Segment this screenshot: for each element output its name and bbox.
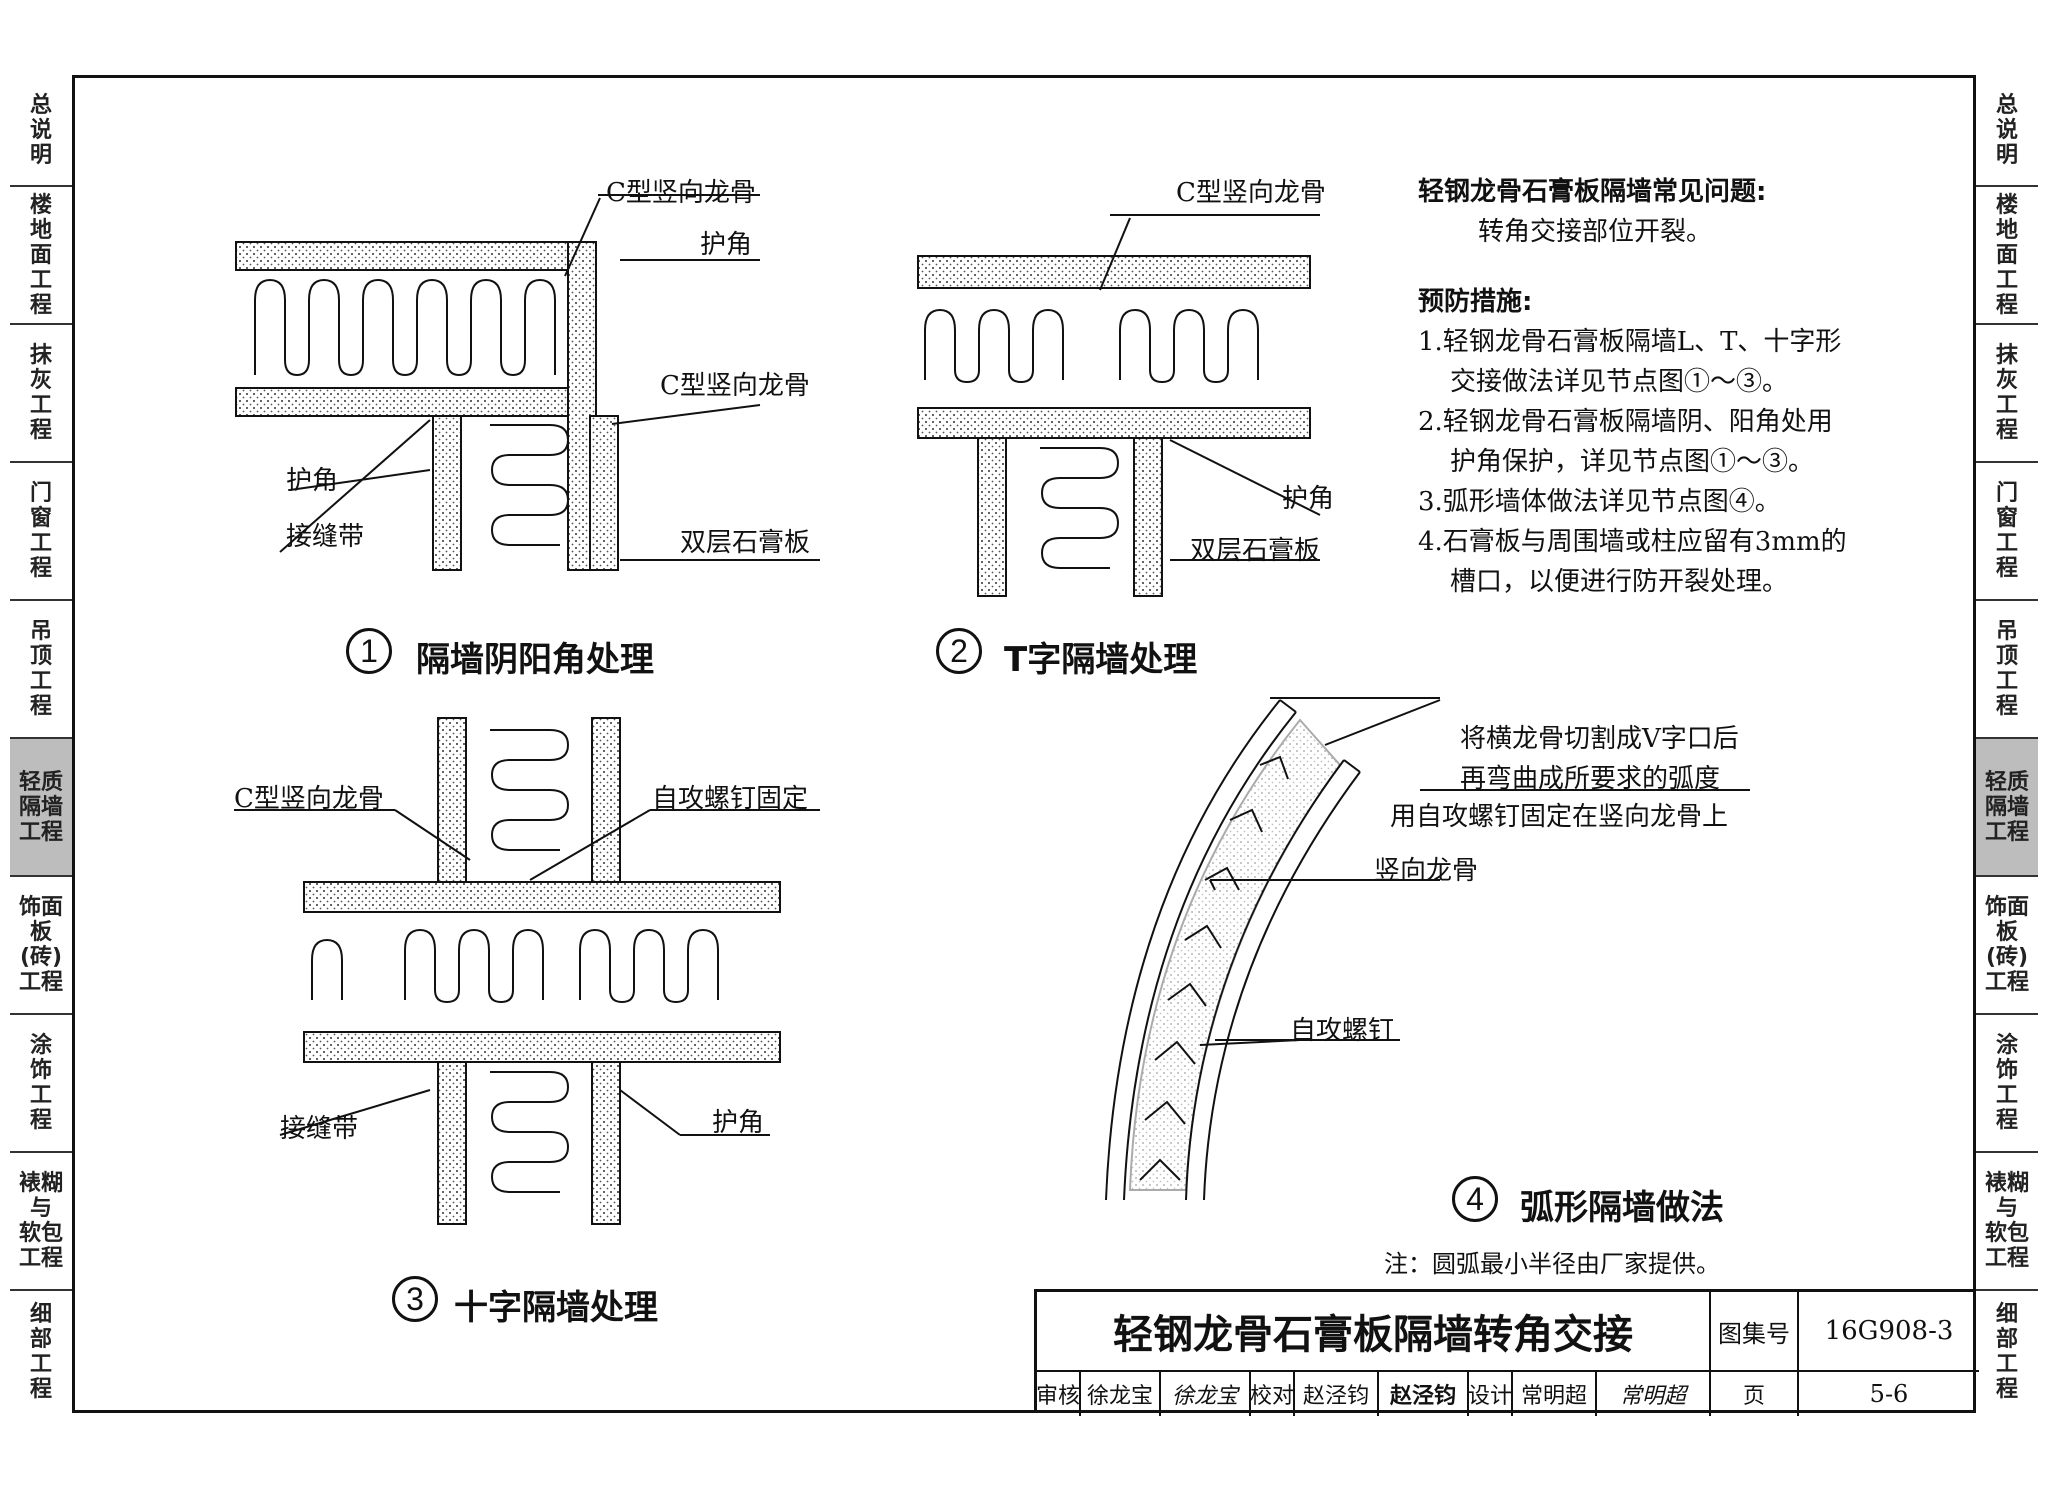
sidebar-tab[interactable]: 裱糊 与 软包 工程 [1976, 1151, 2038, 1289]
d1-c-stud-mid-label: C型竖向龙骨 [660, 371, 810, 401]
d4-title: 弧形隔墙做法 [1520, 1188, 1724, 1228]
sidebar-tab[interactable]: 轻质 隔墙 工程 [1976, 737, 2038, 875]
sidebar-tab[interactable]: 细 部 工 程 [1976, 1289, 2038, 1413]
d2-number-circle: 2 [936, 628, 982, 674]
sidebar-tab[interactable]: 总 说 明 [1995, 92, 2018, 168]
sidebar-tab[interactable]: 抹 灰 工 程 [1976, 323, 2038, 461]
detail-2-drawing [917, 214, 1321, 597]
d4-note: 注：圆弧最小半径由厂家提供。 [1384, 1250, 1720, 1278]
d1-joint-tape-label: 接缝带 [286, 522, 365, 552]
d2-corner-label: 护角 [1282, 484, 1335, 514]
sidebar-tab[interactable]: 门 窗 工 程 [10, 461, 72, 599]
design-label: 设计 [1468, 1372, 1513, 1416]
review-label: 审核 [1036, 1372, 1081, 1416]
designer-name: 常明超 [1513, 1372, 1597, 1416]
d3-c-stud-label: C型竖向龙骨 [234, 784, 384, 814]
d4-number-circle: 4 [1452, 1176, 1498, 1222]
checker-name: 赵泾钧 [1295, 1372, 1379, 1416]
sidebar-tab[interactable]: 涂 饰 工 程 [1976, 1013, 2038, 1151]
sidebar-tab[interactable]: 饰面 板(砖) 工程 [1976, 875, 2038, 1013]
d3-screw-fix-label: 自攻螺钉固定 [652, 784, 809, 814]
d2-c-stud-label: C型竖向龙骨 [1176, 178, 1326, 208]
sidebar-tab[interactable]: 吊 顶 工 程 [10, 599, 72, 737]
title-block-title: 轻钢龙骨石膏板隔墙转角交接 [1037, 1292, 1711, 1372]
notes-measure-1b: 交接做法详见节点图①～③。 [1450, 367, 1789, 397]
sidebar-tab[interactable]: 总 说 明 [29, 92, 52, 168]
sidebar-tab[interactable]: 涂 饰 工 程 [10, 1013, 72, 1151]
notes-measure-4a: 4.石膏板与周围墙或柱应留有3mm的 [1418, 527, 1847, 557]
title-block: 轻钢龙骨石膏板隔墙转角交接 图集号 16G908-3 审核 徐龙宝 徐龙宝 校对… [1034, 1289, 1979, 1416]
reviewer-signature: 徐龙宝 [1161, 1372, 1251, 1416]
d3-joint-tape-label: 接缝带 [280, 1114, 359, 1144]
detail-3-drawing [234, 717, 820, 1225]
d4-cut-label-3: 用自攻螺钉固定在竖向龙骨上 [1390, 802, 1729, 832]
d4-cut-label-2: 再弯曲成所要求的弧度 [1460, 764, 1721, 794]
d4-cut-label-1: 将横龙骨切割成V字口后 [1460, 724, 1739, 754]
page-label: 页 [1711, 1372, 1799, 1416]
d4-screw-label: 自攻螺钉 [1290, 1016, 1395, 1046]
detail-4-drawing [1105, 697, 1750, 1201]
sidebar-tab[interactable]: 楼 地 面 工 程 [1976, 185, 2038, 323]
sidebar-tab[interactable]: 门 窗 工 程 [1976, 461, 2038, 599]
sidebar-tab[interactable]: 饰面 板(砖) 工程 [10, 875, 72, 1013]
d3-number-circle: 3 [392, 1276, 438, 1322]
d4-stud-label: 竖向龙骨 [1374, 856, 1479, 886]
d1-double-board-label: 双层石膏板 [680, 528, 811, 558]
check-label: 校对 [1250, 1372, 1295, 1416]
sidebar-tab[interactable]: 细 部 工 程 [10, 1289, 72, 1413]
d1-c-stud-top-label: C型竖向龙骨 [606, 178, 756, 208]
sidebar-tab[interactable]: 抹 灰 工 程 [10, 323, 72, 461]
d2-double-board-label: 双层石膏板 [1190, 536, 1321, 566]
notes-measure-1a: 1.轻钢龙骨石膏板隔墙L、T、十字形 [1418, 327, 1842, 357]
notes-measure-2a: 2.轻钢龙骨石膏板隔墙阴、阳角处用 [1418, 407, 1833, 437]
right-sidebar: 总 说 明楼 地 面 工 程抹 灰 工 程门 窗 工 程吊 顶 工 程轻质 隔墙… [1976, 75, 2038, 1413]
notes-measure-4b: 槽口，以便进行防开裂处理。 [1450, 567, 1789, 597]
sidebar-tab[interactable]: 轻质 隔墙 工程 [10, 737, 72, 875]
notes-heading: 轻钢龙骨石膏板隔墙常见问题: [1418, 177, 1767, 207]
detail-1-drawing [235, 194, 820, 571]
sidebar-tab[interactable]: 楼 地 面 工 程 [10, 185, 72, 323]
page-number: 5-6 [1869, 1380, 1909, 1408]
atlas-no-label: 图集号 [1711, 1292, 1799, 1372]
sidebar-tab[interactable]: 吊 顶 工 程 [1976, 599, 2038, 737]
d2-title: T字隔墙处理 [1004, 640, 1198, 680]
sidebar-tab[interactable]: 裱糊 与 软包 工程 [10, 1151, 72, 1289]
left-sidebar: 总 说 明楼 地 面 工 程抹 灰 工 程门 窗 工 程吊 顶 工 程轻质 隔墙… [10, 75, 72, 1413]
notes-measure-2b: 护角保护，详见节点图①～③。 [1450, 447, 1815, 477]
checker-signature: 赵泾钧 [1379, 1372, 1469, 1416]
d1-title: 隔墙阴阳角处理 [416, 640, 654, 680]
notes-panel: 轻钢龙骨石膏板隔墙常见问题: 转角交接部位开裂。 预防措施: 1.轻钢龙骨石膏板… [1418, 172, 1938, 602]
designer-signature: 常明超 [1597, 1372, 1711, 1416]
d3-title: 十字隔墙处理 [454, 1288, 658, 1328]
notes-problem: 转角交接部位开裂。 [1478, 217, 1713, 247]
reviewer-name: 徐龙宝 [1081, 1372, 1161, 1416]
d1-number-circle: 1 [346, 628, 392, 674]
d3-corner-label: 护角 [712, 1108, 765, 1138]
d1-corner-top-label: 护角 [700, 230, 753, 260]
notes-measure-3: 3.弧形墙体做法详见节点图④。 [1418, 487, 1781, 517]
drawing-frame [72, 75, 1976, 1413]
d1-corner-left-label: 护角 [286, 466, 339, 496]
notes-measures-heading: 预防措施: [1418, 287, 1533, 317]
atlas-no-value: 16G908-3 [1799, 1292, 1979, 1372]
